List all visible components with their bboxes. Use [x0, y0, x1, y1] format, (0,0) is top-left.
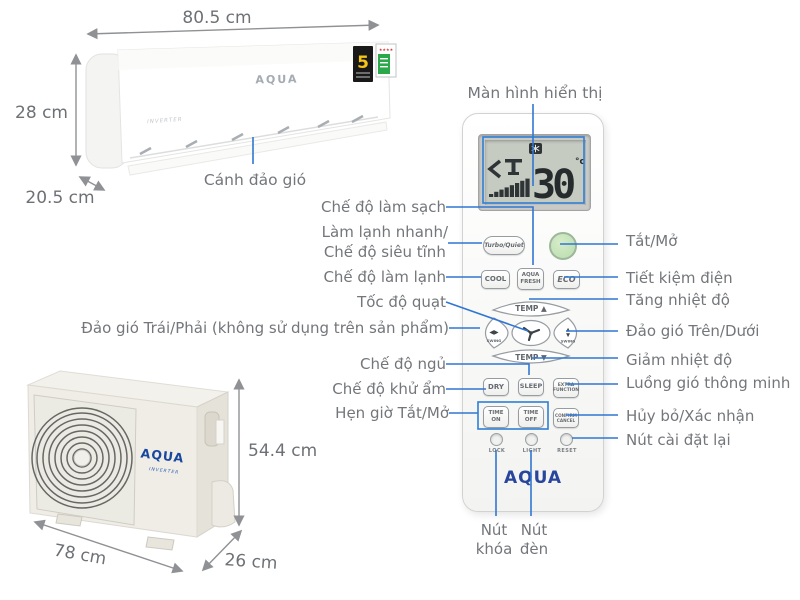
temp-down-button[interactable] — [491, 349, 571, 364]
dim-indoor-depth: 20.5 cm — [25, 188, 95, 208]
dpad-cluster: TEMP ▲ TEMP ▼ ◀▶ SWING ▲ ▼ SWING — [484, 301, 578, 364]
swing-vertical-icon-up: ▲ — [566, 327, 570, 333]
label-che-do-khu-am: Chế độ khử ẩm — [332, 380, 446, 398]
lcd-content: 30 °c — [487, 143, 585, 205]
reset-button-caption: RESET — [557, 448, 577, 454]
label-giam-nhiet-do: Giảm nhiệt độ — [626, 351, 733, 369]
extra-function-line1: EXTRA — [557, 382, 575, 388]
label-che-do-lam-sach: Chế độ làm sạch — [321, 198, 446, 216]
label-tat-mo: Tắt/Mở — [626, 232, 678, 250]
label-toc-do-quat: Tốc độ quạt — [357, 293, 446, 311]
time-off-line1: TIME — [523, 410, 539, 417]
outdoor-unit: AQUA INVERTER — [26, 370, 236, 551]
aqua-fresh-line2: FRESH — [520, 279, 541, 285]
temp-up-label: TEMP ▲ — [515, 304, 547, 313]
confirm-cancel-button[interactable]: CONFIRM CANCEL — [553, 408, 579, 428]
lock-button-caption: LOCK — [488, 448, 506, 454]
warranty-badge: 5 — [353, 46, 373, 82]
indoor-unit: AQUA INVERTER 5 ★★★★ — [85, 41, 397, 176]
label-lam-lanh-nhanh-line1: Làm lạnh nhanh/ — [321, 223, 448, 241]
light-button[interactable] — [525, 433, 538, 446]
dim-outdoor-depth: 26 cm — [223, 550, 279, 574]
sleep-button[interactable]: SLEEP — [518, 378, 544, 396]
louver-status-icon — [505, 159, 522, 175]
label-man-hinh-hien-thi: Màn hình hiển thị — [467, 84, 603, 102]
dim-indoor-width: 80.5 cm — [182, 8, 252, 28]
swing-horizontal-icon: ◀▶ — [489, 329, 499, 336]
fan-speed-bars — [489, 178, 530, 197]
confirm-line2: CANCEL — [556, 418, 576, 423]
extra-function-button[interactable]: EXTRA FUNCTION — [553, 378, 579, 398]
time-off-button[interactable]: TIME OFF — [518, 406, 544, 428]
time-off-line2: OFF — [524, 417, 538, 423]
remote-display: 30 °c — [485, 140, 586, 205]
extra-function-line2: FUNCTION — [552, 388, 580, 393]
label-lam-lanh-nhanh: Làm lạnh nhanh/ Chế độ siêu tĩnh — [322, 222, 448, 262]
label-tang-nhiet-do: Tăng nhiệt độ — [626, 291, 730, 309]
indoor-series-label: INVERTER — [147, 117, 183, 125]
label-che-do-lam-lanh: Chế độ làm lạnh — [323, 268, 446, 286]
time-on-line1: TIME — [488, 410, 504, 417]
reset-button[interactable] — [560, 433, 573, 446]
label-nut-cai-dat-lai: Nút cài đặt lại — [626, 431, 731, 449]
dim-outdoor-height: 54.4 cm — [248, 441, 318, 461]
power-button[interactable] — [549, 232, 577, 260]
swing-vertical-button[interactable] — [553, 317, 578, 349]
remote-brand-logo: AQUA — [503, 468, 563, 488]
svg-text:5: 5 — [357, 53, 369, 73]
indoor-vents — [139, 114, 364, 156]
outdoor-brand-logo: AQUA — [140, 445, 185, 465]
fan-grille — [31, 407, 133, 509]
label-che-do-ngu: Chế độ ngủ — [360, 355, 446, 373]
time-on-button[interactable]: TIME ON — [483, 406, 509, 428]
cool-button[interactable]: COOL — [481, 270, 510, 289]
label-canh-dao-gio: Cánh đảo gió — [203, 171, 307, 189]
label-nut-khoa: Nút khóa — [475, 521, 513, 558]
turbo-quiet-button[interactable]: Turbo/Quiet — [483, 236, 525, 255]
time-on-line2: ON — [491, 417, 501, 423]
label-dao-gio-trai-phai: Đảo gió Trái/Phải (không sử dụng trên sả… — [81, 319, 449, 337]
lcd-temp-unit: °c — [575, 157, 585, 167]
confirm-line1: CONFIRM — [555, 412, 577, 418]
swing-horizontal-label: SWING — [487, 338, 502, 343]
remote-control: 30 °c Turbo/Quiet COOL AQUA FRESH ECO TE… — [462, 113, 604, 512]
dry-button[interactable]: DRY — [483, 378, 509, 396]
energy-label: ★★★★ — [375, 43, 397, 78]
dim-indoor-height: 28 cm — [15, 103, 68, 123]
mode-icon — [529, 143, 542, 154]
label-tiet-kiem-dien: Tiết kiệm điện — [626, 269, 733, 287]
aqua-fresh-line1: AQUA — [521, 272, 540, 279]
label-che-do-sieu-tinh-line2: Chế độ siêu tĩnh — [323, 243, 446, 261]
lock-button[interactable] — [490, 433, 503, 446]
swing-vertical-icon-down: ▼ — [566, 333, 570, 339]
outdoor-series-label: INVERTER — [149, 466, 180, 476]
label-huy-bo-xac-nhan: Hủy bỏ/Xác nhận — [626, 407, 755, 425]
label-dao-gio-tren-duoi: Đảo gió Trên/Dưới — [626, 322, 760, 340]
indoor-brand-logo: AQUA — [255, 73, 298, 87]
fan-icon-hub — [529, 331, 533, 335]
swing-status-icon — [487, 159, 502, 179]
svg-text:★★★★: ★★★★ — [379, 47, 394, 52]
lcd-temperature: 30 — [532, 162, 574, 205]
label-hen-gio-tat-mo: Hẹn giờ Tắt/Mở — [335, 404, 449, 422]
temp-down-label: TEMP ▼ — [515, 353, 547, 362]
swing-vertical-label: SWING — [561, 339, 576, 344]
remote-display-frame: 30 °c — [478, 134, 591, 211]
label-nut-den: Nút đèn — [519, 521, 549, 558]
label-luong-gio-thong-minh: Luồng gió thông minh — [626, 374, 791, 392]
light-button-caption: LIGHT — [522, 448, 542, 454]
aqua-fresh-button[interactable]: AQUA FRESH — [517, 268, 544, 290]
eco-button[interactable]: ECO — [553, 270, 580, 289]
